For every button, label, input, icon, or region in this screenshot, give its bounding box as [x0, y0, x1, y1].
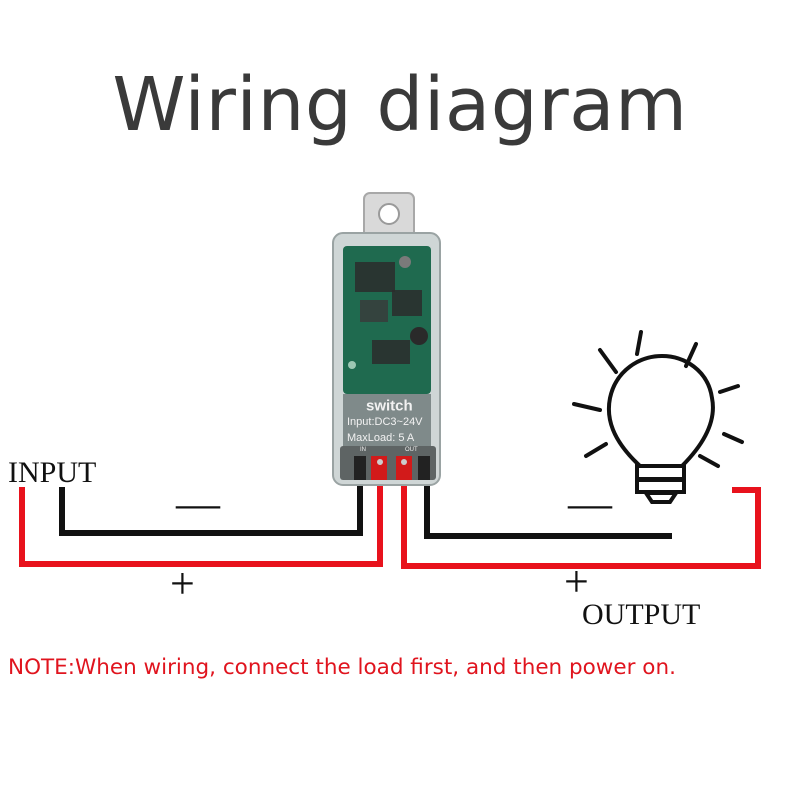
output-negative-wire	[424, 462, 672, 539]
output-positive-wire	[401, 462, 761, 569]
device-brand-label: switch	[366, 397, 413, 414]
input-label: INPUT	[8, 456, 97, 489]
device-in-marking: IN	[360, 447, 366, 453]
device-max-load: MaxLoad: 5 A	[347, 432, 415, 444]
output-negative-sign: —	[568, 479, 612, 528]
device-out-marking: OUT	[405, 447, 418, 453]
diagram-title: Wiring diagram	[112, 62, 688, 148]
switch-module: switch Input:DC3~24V MaxLoad: 5 A IN OUT	[332, 192, 441, 486]
input-positive-wire	[19, 462, 383, 567]
input-positive-sign: +	[170, 559, 195, 608]
input-negative-wire	[59, 462, 363, 536]
output-label: OUTPUT	[582, 598, 701, 631]
wiring-note: NOTE:When wiring, connect the load first…	[8, 655, 676, 680]
input-negative-sign: —	[176, 479, 220, 528]
light-bulb-icon	[572, 330, 744, 504]
output-positive-sign: +	[564, 557, 589, 606]
device-input-spec: Input:DC3~24V	[347, 416, 423, 428]
